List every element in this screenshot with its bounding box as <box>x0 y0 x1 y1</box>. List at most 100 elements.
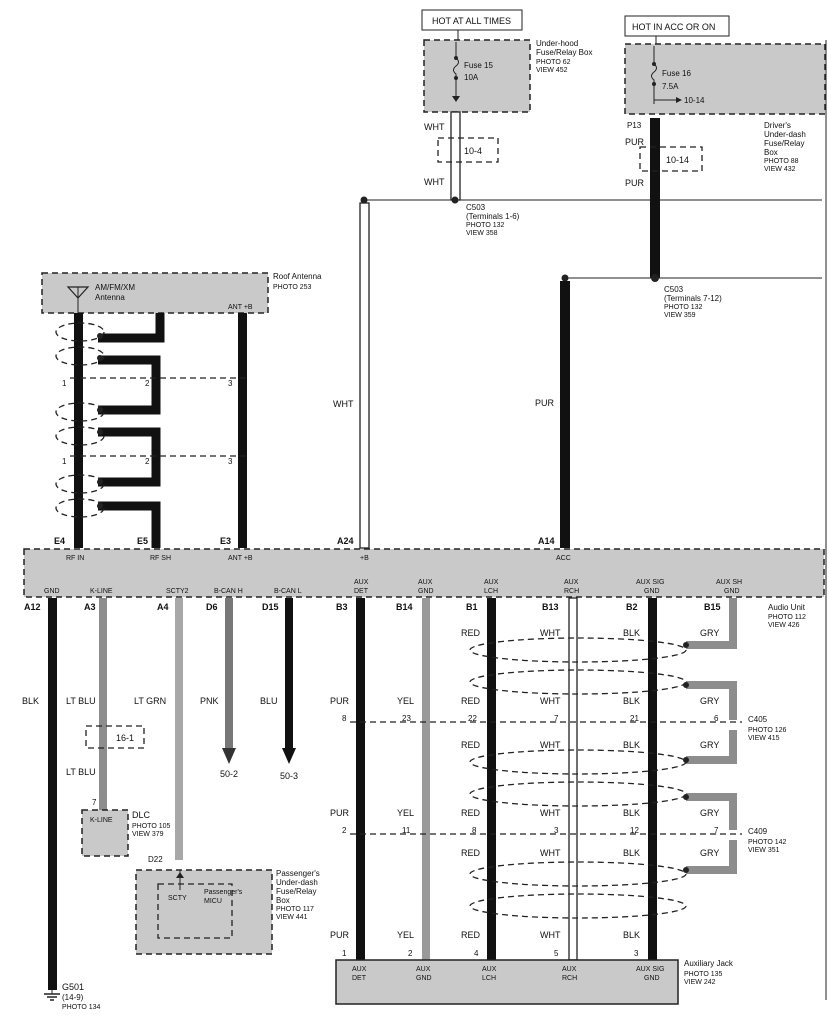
svg-text:VIEW 441: VIEW 441 <box>276 914 308 921</box>
svg-text:WHT: WHT <box>540 696 561 706</box>
svg-text:PHOTO 88: PHOTO 88 <box>764 158 799 165</box>
svg-text:RCH: RCH <box>564 588 579 595</box>
hot-at-all-times-label: HOT AT ALL TIMES <box>421 9 523 31</box>
svg-text:PHOTO 135: PHOTO 135 <box>684 971 722 978</box>
wire-wht-plus-b <box>359 202 370 549</box>
svg-text:Passenger's: Passenger's <box>204 889 243 896</box>
svg-text:D15: D15 <box>262 602 279 612</box>
svg-text:6: 6 <box>714 714 719 723</box>
aux-wire-bundle <box>350 597 742 961</box>
svg-text:PNK: PNK <box>200 696 219 706</box>
svg-text:7: 7 <box>92 798 97 807</box>
svg-text:RF SH: RF SH <box>150 555 171 562</box>
svg-text:B1: B1 <box>466 602 478 612</box>
svg-text:AUX: AUX <box>562 966 577 973</box>
svg-text:AM/FM/XM: AM/FM/XM <box>95 283 135 292</box>
svg-text:Under-hood: Under-hood <box>536 39 578 48</box>
audio-unit <box>23 548 825 598</box>
underhood-fuse-box <box>423 39 531 113</box>
auxiliary-jack <box>335 959 679 1005</box>
svg-text:GND: GND <box>418 588 434 595</box>
svg-text:B-CAN L: B-CAN L <box>274 588 302 595</box>
svg-text:3: 3 <box>228 457 233 466</box>
svg-text:AUX SIG: AUX SIG <box>636 579 664 586</box>
svg-text:HOT AT ALL TIMES: HOT AT ALL TIMES <box>432 16 511 26</box>
svg-text:10-14: 10-14 <box>684 96 705 105</box>
svg-text:PUR: PUR <box>330 930 350 940</box>
dlc-connector <box>81 809 129 857</box>
svg-text:WHT: WHT <box>540 808 561 818</box>
svg-text:1: 1 <box>342 949 347 958</box>
svg-text:A3: A3 <box>84 602 96 612</box>
svg-text:3: 3 <box>228 379 233 388</box>
svg-text:P13: P13 <box>627 121 642 130</box>
svg-text:C405: C405 <box>748 715 768 724</box>
wire-lt-blu <box>99 598 107 810</box>
svg-text:AUX SIG: AUX SIG <box>636 966 664 973</box>
hot-in-acc-label: HOT IN ACC OR ON <box>624 15 730 37</box>
svg-text:B2: B2 <box>626 602 638 612</box>
svg-text:PHOTO 62: PHOTO 62 <box>536 59 571 66</box>
svg-text:RED: RED <box>461 740 481 750</box>
svg-text:3: 3 <box>634 949 639 958</box>
svg-text:A24: A24 <box>337 536 354 546</box>
svg-text:HOT IN ACC OR ON: HOT IN ACC OR ON <box>632 22 715 32</box>
svg-text:PHOTO 253: PHOTO 253 <box>273 284 311 291</box>
svg-text:7: 7 <box>554 714 559 723</box>
svg-text:Under-dash: Under-dash <box>276 878 318 887</box>
svg-text:PUR: PUR <box>330 696 350 706</box>
svg-text:GND: GND <box>416 975 432 982</box>
svg-text:23: 23 <box>402 714 411 723</box>
svg-text:Driver's: Driver's <box>764 121 791 130</box>
svg-text:B14: B14 <box>396 602 413 612</box>
svg-text:Fuse/Relay Box: Fuse/Relay Box <box>536 48 592 57</box>
svg-text:C409: C409 <box>748 827 768 836</box>
svg-text:DLC: DLC <box>132 810 151 820</box>
svg-text:PHOTO 105: PHOTO 105 <box>132 823 170 830</box>
svg-text:BLK: BLK <box>623 696 640 706</box>
svg-text:RED: RED <box>461 628 481 638</box>
svg-text:8: 8 <box>342 714 347 723</box>
svg-text:VIEW 415: VIEW 415 <box>748 735 780 742</box>
fuse-15-amp: 10A <box>464 73 479 82</box>
svg-text:PUR: PUR <box>625 178 645 188</box>
fuse-16-amp: 7.5A <box>662 82 679 91</box>
svg-text:WHT: WHT <box>540 628 561 638</box>
svg-text:B13: B13 <box>542 602 559 612</box>
svg-text:GRY: GRY <box>700 848 719 858</box>
svg-text:RCH: RCH <box>562 975 577 982</box>
svg-text:WHT: WHT <box>424 122 445 132</box>
ground-icon <box>44 990 60 1001</box>
svg-text:Audio Unit: Audio Unit <box>768 603 806 612</box>
svg-text:GND: GND <box>644 588 660 595</box>
svg-text:GND: GND <box>44 588 60 595</box>
svg-text:AUX: AUX <box>418 579 433 586</box>
ref-50-3: 50-3 <box>280 771 298 781</box>
svg-text:B15: B15 <box>704 602 721 612</box>
svg-text:WHT: WHT <box>333 399 354 409</box>
svg-text:PHOTO 132: PHOTO 132 <box>664 304 702 311</box>
svg-text:A4: A4 <box>157 602 169 612</box>
ref-50-2: 50-2 <box>220 769 238 779</box>
wire-blk-gnd <box>48 598 57 990</box>
svg-text:C503: C503 <box>466 203 486 212</box>
svg-text:VIEW 359: VIEW 359 <box>664 312 696 319</box>
svg-text:PUR: PUR <box>625 137 645 147</box>
svg-text:BLK: BLK <box>623 848 640 858</box>
ref-16-1: 16-1 <box>116 733 134 743</box>
svg-text:YEL: YEL <box>397 808 414 818</box>
svg-text:A14: A14 <box>538 536 555 546</box>
svg-text:VIEW 452: VIEW 452 <box>536 67 568 74</box>
svg-text:LT GRN: LT GRN <box>134 696 166 706</box>
svg-text:RED: RED <box>461 930 481 940</box>
svg-text:VIEW 379: VIEW 379 <box>132 831 164 838</box>
svg-text:2: 2 <box>145 379 150 388</box>
svg-text:(Terminals 7-12): (Terminals 7-12) <box>664 294 722 303</box>
ref-10-14: 10-14 <box>666 155 689 165</box>
svg-text:3: 3 <box>554 826 559 835</box>
svg-text:GRY: GRY <box>700 696 719 706</box>
wire-pnk <box>225 598 233 748</box>
svg-text:(Terminals 1-6): (Terminals 1-6) <box>466 212 520 221</box>
svg-text:VIEW 351: VIEW 351 <box>748 847 780 854</box>
svg-text:2: 2 <box>342 826 347 835</box>
